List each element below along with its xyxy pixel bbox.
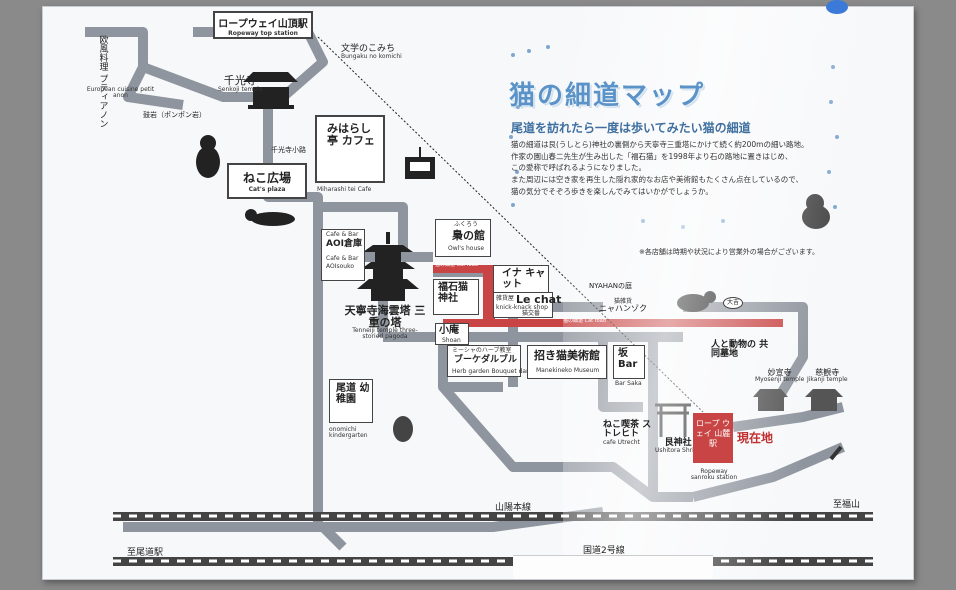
manekineko-box: 招き猫美術館 Manekineko Museum [527, 345, 607, 379]
railway-sanyo-line [113, 512, 873, 521]
herb-jp: ブーケダルブル [454, 355, 518, 365]
lechat-en: knick-knack shop [496, 304, 548, 311]
jikanji-label: 慈観寺 Jikanji temple [807, 368, 848, 384]
route2-label: 国道2号線 [583, 546, 625, 556]
myosenji-label: 妙宣寺 Myosenji temple [755, 368, 805, 384]
bar-saka-en: Bar Saka [615, 380, 642, 387]
shoan-jp: 小庵 [439, 325, 459, 336]
pushpin-icon [826, 0, 848, 14]
neko-hiroba-jp: ねこ広場 [242, 171, 291, 185]
inacat-box: イナ キャット [493, 265, 549, 295]
cat-icon-sitting [196, 135, 220, 178]
ushitora-label: 艮神社 Ushitora Shrine [655, 438, 702, 455]
gondola-icon [405, 147, 435, 179]
bar-saka-box: 坂 Bar [613, 345, 645, 379]
current-location-label: 現在地 [737, 431, 774, 445]
pagoda-icon [357, 232, 419, 301]
nyahanzoku-label: 猫雑貨 ニャハンゾク [599, 298, 647, 314]
manekineko-jp: 招き猫美術館 [534, 349, 600, 362]
nyahan-label: NYAHANの庭 [589, 282, 633, 290]
kyodo-bochi-label: 人と動物の 共同墓地 [711, 340, 769, 360]
neko-hiroba-box: ねこ広場 Cat's plaza [227, 163, 307, 199]
ropeway-top-jp: ロープウェイ山頂駅 [218, 19, 308, 30]
ropeway-sanroku-en: Ropeway sanroku station [690, 468, 738, 482]
temple-icon-myosenji [753, 389, 788, 411]
herb-en: Herb garden Bouquet darbre [452, 368, 539, 375]
kinder-jp: 尾道 幼稚園 [336, 383, 370, 405]
paper-tab [513, 555, 713, 579]
map-board: ロープウェイ山頂駅 Ropeway top station 文学のこみち Bun… [42, 6, 914, 580]
herb-box: ミーシャのハーブ教室 ブーケダルブル Herb garden Bouquet d… [447, 345, 538, 377]
bar-saka-jp: 坂 Bar [618, 348, 638, 370]
map-subtitle: 尾道を訪れたら一度は歩いてみたい猫の細道 [511, 121, 751, 135]
tsuzumiiwa-label: 鼓岩（ポンポン岩） [143, 111, 206, 119]
lechat-box: 雑貨屋 Le chat knick-knack shop 猫交番 [493, 292, 561, 318]
map-title: 猫の細道マップ [509, 81, 706, 111]
ropeway-line [317, 36, 704, 413]
aoi-souko-jp: AOI倉庫 [326, 239, 362, 249]
paw-prints-decoration [509, 45, 839, 229]
map-description: 猫の細道は艮(うしとら)神社の裏側から天寧寺三重塔にかけて続く約200mの細い路… [511, 140, 809, 196]
fukuro-en: Owl's house [448, 245, 485, 252]
cat-road-label-1: 猫の細道 Cat road [435, 262, 478, 268]
aoi-souko-box: Cafe & Bar AOI倉庫 Cafe & Bar AOIsouko [321, 229, 365, 281]
to-fukuyama-label: 至福山 [833, 500, 861, 510]
petit-anon-en: European cuisine petit anon [86, 86, 155, 100]
lechat-jp: Le chat [516, 293, 562, 306]
shoan-box: 小庵 Shoan [435, 323, 469, 345]
cat-road-path [433, 265, 783, 327]
senkoji-label: 千光寺 Senkoji temple [218, 74, 263, 93]
aoi-souko-en: AOIsouko [326, 263, 355, 270]
fukuro-box: ふくろう 梟の館 Owl's house [435, 219, 491, 257]
miharashitei-box: みはらし亭 カフェ [315, 115, 385, 183]
inacat-jp: イナ キャット [502, 268, 546, 290]
railway-lower [113, 557, 873, 566]
petit-anon-jp: 欧風料理 プティアノン [97, 35, 108, 128]
shoan-en: Shoan [442, 337, 461, 344]
miharashitei-jp: みはらし亭 カフェ [327, 122, 375, 147]
fukuishi-jp: 福石猫 神社 [438, 282, 468, 304]
miharashitei-en: Miharashi tei Cafe [317, 186, 372, 193]
fukuishi-box: 福石猫 神社 [433, 279, 479, 315]
torii-icon [655, 403, 691, 437]
manekineko-en: Manekineko Museum [536, 367, 600, 374]
kinder-en: onomichi kindergarten [329, 426, 368, 440]
cat-icon-kinder [393, 416, 413, 442]
ooji-badge: 大吉 [723, 297, 744, 310]
sanyo-line-label: 山陽本線 [495, 503, 532, 513]
bungaku-label: 文学のこみち Bungaku no komichi [341, 44, 402, 61]
temple-icon-senkoji [243, 72, 298, 109]
cat-road-label-2: 猫の細道 Cat road [563, 318, 606, 324]
pagoda-label: 天寧寺海雲塔 三重の塔 Tenneiji temple three-storie… [344, 304, 426, 341]
utrecht-label: ねこ喫茶 ストレヒト cafe Utrecht [603, 420, 652, 446]
ropeway-top-station-box: ロープウェイ山頂駅 Ropeway top station [213, 11, 313, 39]
fukuro-jp: 梟の館 [452, 229, 485, 242]
to-onomichi-label: 至尾道駅 [127, 548, 164, 558]
cat-icon-lying [245, 209, 295, 226]
cat-icon-standing [802, 194, 830, 229]
ropeway-sanroku-box: ロープ ウェイ 山麓駅 [693, 413, 733, 463]
senkoji-komichi-label: 千光寺小路 [271, 146, 306, 154]
ropeway-top-en: Ropeway top station [228, 30, 298, 37]
kinder-box: 尾道 幼稚園 [329, 379, 373, 423]
map-note: ※各店舗は時期や状況により営業外の場合がございます。 [639, 248, 820, 256]
neko-hiroba-en: Cat's plaza [248, 186, 286, 193]
